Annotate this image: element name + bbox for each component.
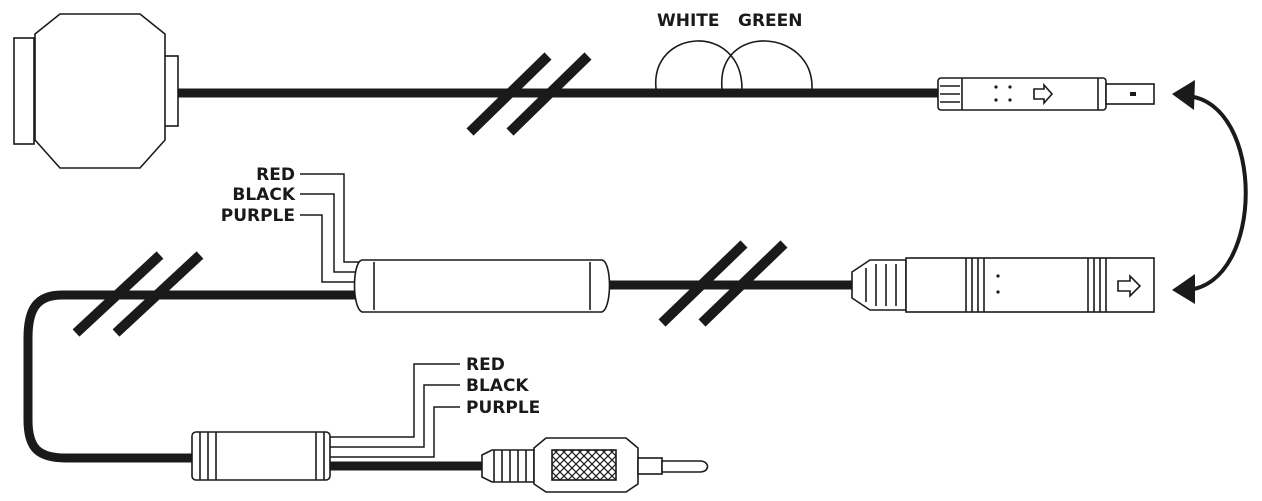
splice-label-red: RED [256,165,295,185]
breakout-wire-leads [330,363,460,458]
socket-arrow-icon [1117,274,1142,298]
label-white: WHITE [657,11,720,31]
inline-splice-body [353,259,611,313]
rca-grip-pattern [551,449,617,481]
breakout-sleeve [191,431,331,481]
label-green: GREEN [738,11,803,31]
splice-wire-leads [300,173,360,283]
middle-cable-socket [851,257,1155,313]
connect-double-arrow-icon [1172,80,1248,304]
top-cable-plug [937,77,1155,111]
rca-plug [481,437,709,493]
direction-arrow-icon [1033,82,1054,106]
white-green-wire-loops [655,40,813,90]
middle-cable-break-marks [72,251,204,337]
breakout-label-purple: PURPLE [466,398,540,418]
breakout-label-red: RED [466,355,505,375]
round-sensor [13,13,179,169]
top-cable-break-marks [466,52,592,136]
middle-cable [23,290,360,463]
right-cable-break-marks [658,240,788,327]
splice-label-purple: PURPLE [221,206,295,226]
splice-label-black: BLACK [232,185,295,205]
breakout-label-black: BLACK [466,376,529,396]
